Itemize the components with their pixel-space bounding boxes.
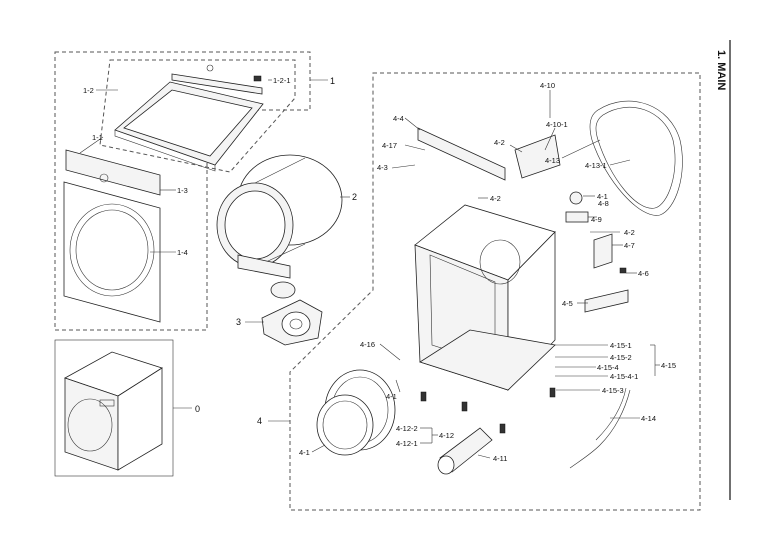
label-1-3: 1-3 [177,186,188,195]
label-4-15-2: 4-15-2 [610,353,632,362]
pcb-board [514,134,561,179]
label-1: 1 [330,76,335,86]
label-1-2-1: 1-2-1 [273,76,291,85]
label-4-16: 4-16 [360,340,375,349]
label-4-10: 4-10 [540,81,555,90]
label-4-10-1: 4-10-1 [546,120,568,129]
label-4-15-1: 4-15-1 [610,341,632,350]
label-4-3: 4-3 [377,163,388,172]
cabinet-frame [414,204,556,434]
label-4-13-1: 4-13-1 [585,161,607,170]
label-3: 3 [236,317,241,327]
section-title: 1. MAIN [715,50,727,90]
label-4-5: 4-5 [562,299,573,308]
label-4-12-2: 4-12-2 [396,424,418,433]
leaders-group-1 [79,79,328,253]
label-4-1-a: 4-1 [597,192,608,201]
leaders-group-4 [268,90,660,459]
group-4-outline [289,72,701,511]
label-4-15: 4-15 [661,361,676,370]
label-4-1-b: 4-1 [386,392,397,401]
door-assembly [316,369,396,456]
label-4-2-c: 4-2 [624,228,635,237]
small-parts [565,191,629,313]
motor-fan-assembly [261,281,323,346]
label-4-6: 4-6 [638,269,649,278]
label-4-15-4-1: 4-15-4-1 [610,372,638,381]
label-4-8: 4-8 [598,199,609,208]
label-4-17: 4-17 [382,141,397,150]
exhaust-duct [437,427,493,475]
label-4-7: 4-7 [624,241,635,250]
label-4-11: 4-11 [493,454,507,463]
label-0: 0 [195,404,200,414]
label-1-4: 1-4 [177,248,188,257]
assembled-dryer [64,351,163,471]
front-panel [63,181,161,323]
power-cord [569,387,631,469]
label-2: 2 [352,192,357,202]
label-4: 4 [257,416,262,426]
drum-assembly [216,154,343,279]
label-1-1: 1-1 [92,133,103,142]
label-4-14: 4-14 [641,414,656,423]
label-4-4: 4-4 [393,114,404,123]
label-4-15-3: 4-15-3 [602,386,624,395]
rear-bracket [417,127,506,181]
section-title-group: 1. MAIN [715,50,727,90]
label-4-2-a: 4-2 [494,138,505,147]
group-1-2-outline [99,59,296,173]
label-4-13: 4-13 [545,156,560,165]
label-1-2: 1-2 [83,86,94,95]
label-4-12-1: 4-12-1 [396,439,418,448]
label-4-15-4: 4-15-4 [597,363,619,372]
label-4-2-b: 4-2 [490,194,501,203]
label-4-12: 4-12 [439,431,454,440]
label-4-1-c: 4-1 [299,448,310,457]
top-panel [114,64,264,172]
label-4-9: 4-9 [591,215,602,224]
